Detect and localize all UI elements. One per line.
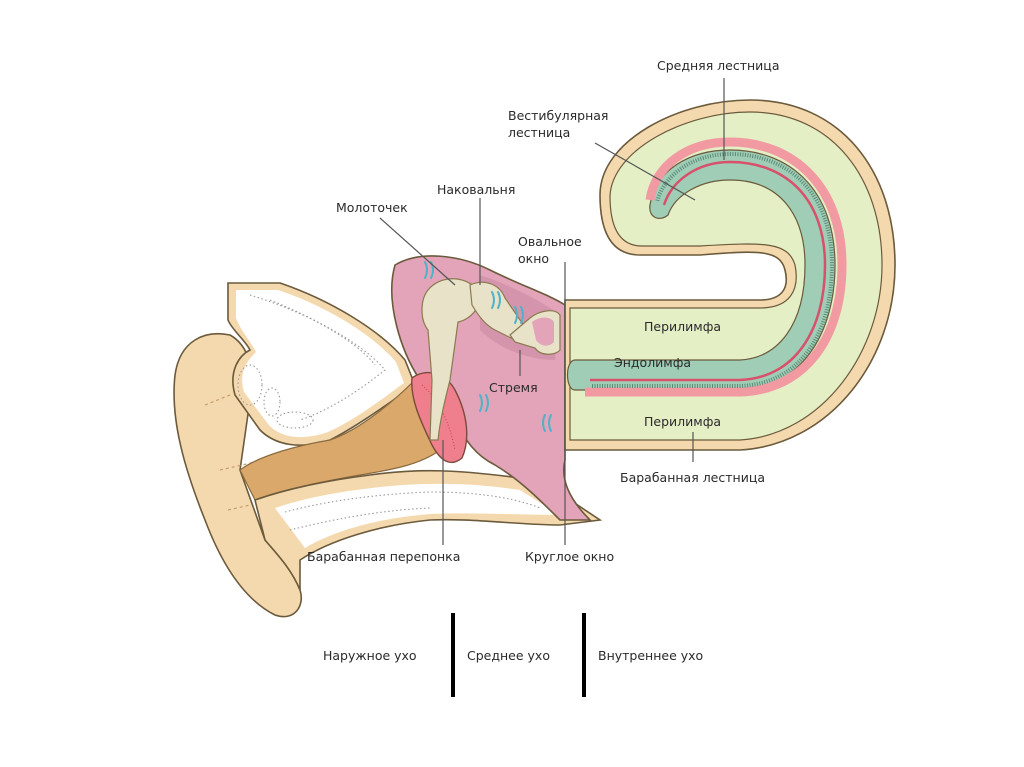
cochlea <box>564 99 896 451</box>
label-incus: Наковальня <box>437 182 515 197</box>
section-outer-ear: Наружное ухо <box>323 648 417 663</box>
middle-ear <box>391 255 592 521</box>
label-malleus: Молоточек <box>336 200 408 215</box>
label-vestibular-scala-2: лестница <box>508 125 570 140</box>
label-oval-window-1: Овальное <box>518 234 582 249</box>
sound-wave-icon <box>491 291 501 309</box>
label-tympanic-scala: Барабанная лестница <box>620 470 765 485</box>
leader-lines <box>379 78 725 545</box>
pinna-fold <box>204 394 256 511</box>
label-endolymph: Эндолимфа <box>614 355 691 370</box>
temporal-bone-lower <box>254 469 603 591</box>
label-oval-window-2: окно <box>518 251 549 266</box>
section-middle-ear: Среднее ухо <box>467 648 550 663</box>
sound-wave-icon <box>514 306 524 324</box>
section-inner-ear: Внутреннее ухо <box>598 648 703 663</box>
label-eardrum: Барабанная перепонка <box>307 549 460 564</box>
label-middle-scala: Средняя лестница <box>657 58 779 73</box>
basilar-membrane <box>585 137 847 397</box>
sound-wave-icon <box>479 394 489 412</box>
label-round-window: Круглое окно <box>525 549 614 564</box>
label-stapes: Стремя <box>489 380 538 395</box>
label-perilymph-bottom: Перилимфа <box>644 414 721 429</box>
label-vestibular-scala-1: Вестибулярная <box>508 108 608 123</box>
malleus <box>421 278 481 441</box>
label-perilymph-top: Перилимфа <box>644 319 721 334</box>
section-legend: Наружное ухо Среднее ухо Внутреннее ухо <box>323 613 703 697</box>
sound-wave-icon <box>542 414 552 432</box>
